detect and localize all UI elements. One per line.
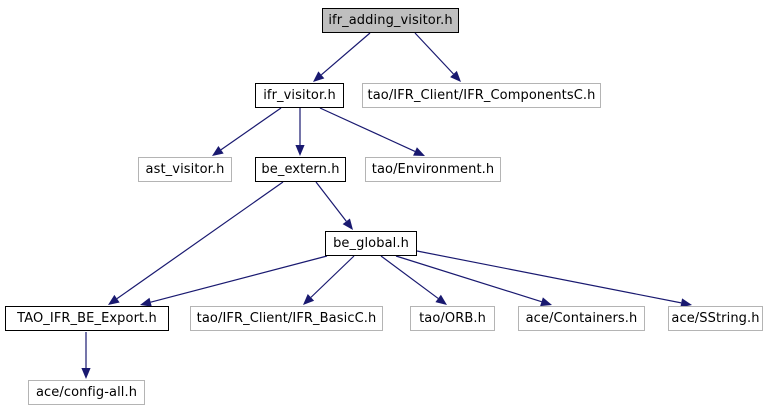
graph-edge-be_global-to-tao_ifr_be_export [140,255,328,307]
graph-node-ifr_basicc[interactable]: tao/IFR_Client/IFR_BasicC.h [190,306,383,331]
graph-edge-ifr_visitor-to-ast_visitor [212,107,282,156]
graph-edge-be_extern-to-be_global [315,181,353,230]
graph-node-be_global[interactable]: be_global.h [325,231,417,256]
graph-edge-be_global-to-tao_orb [380,255,447,305]
graph-node-be_extern[interactable]: be_extern.h [255,157,346,182]
graph-edge-tao_ifr_be_export-to-ace_config_all [81,332,91,379]
graph-node-ace_config_all[interactable]: ace/config-all.h [28,380,145,405]
graph-edge-be_global-to-ace_containers [395,255,552,307]
graph-edge-ifr_adding_visitor-to-ifr_componentsc [414,32,461,82]
graph-edge-be_extern-to-tao_ifr_be_export [108,181,284,305]
graph-edge-ifr_visitor-to-be_extern [295,108,305,156]
graph-node-ace_containers[interactable]: ace/Containers.h [518,306,645,331]
graph-node-tao_environment[interactable]: tao/Environment.h [365,157,501,182]
graph-edge-ifr_adding_visitor-to-ifr_visitor [313,32,371,82]
graph-edge-ifr_visitor-to-tao_environment [319,107,425,156]
graph-node-ifr_visitor[interactable]: ifr_visitor.h [255,83,344,108]
graph-node-ast_visitor[interactable]: ast_visitor.h [138,157,232,182]
graph-node-ifr_adding_visitor[interactable]: ifr_adding_visitor.h [322,8,459,33]
graph-node-ace_sstring[interactable]: ace/SString.h [668,306,763,331]
graph-node-tao_ifr_be_export[interactable]: TAO_IFR_BE_Export.h [5,306,169,331]
graph-node-tao_orb[interactable]: tao/ORB.h [410,306,495,331]
graph-edge-be_global-to-ifr_basicc [303,255,355,305]
graph-edge-be_global-to-ace_sstring [416,250,692,308]
graph-node-ifr_componentsc[interactable]: tao/IFR_Client/IFR_ComponentsC.h [362,83,601,108]
